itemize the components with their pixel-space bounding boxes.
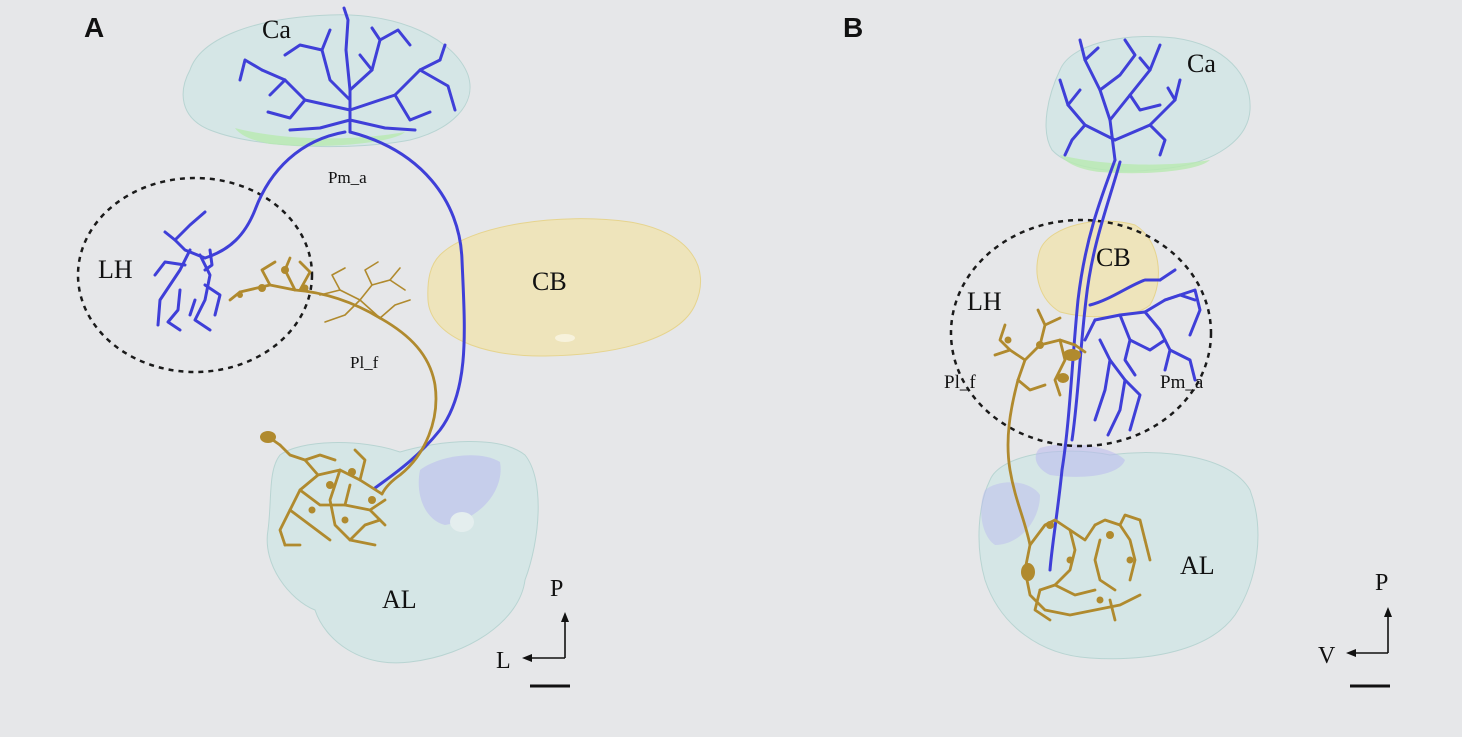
panel-a: A — [76, 6, 701, 688]
panel-a-orientation-axes — [522, 612, 570, 688]
panel-a-cb-spot — [555, 334, 575, 342]
panel-b-blue-neuron — [1048, 38, 1202, 572]
panel-b-label-lh: LH — [967, 287, 1002, 316]
panel-a-gold-somata — [237, 266, 376, 524]
panel-a-blue-neuron — [153, 6, 466, 490]
panel-a-label-pm-a: Pm_a — [328, 168, 367, 187]
panel-b-al-region — [978, 450, 1259, 660]
panel-a-label-pl-f: Pl_f — [350, 353, 379, 372]
panel-a-axis-p: P — [550, 576, 563, 602]
panel-a-label-ca: Ca — [262, 15, 291, 44]
panel-a-axis-l: L — [496, 648, 511, 674]
panel-a-gold-neuron — [228, 256, 438, 547]
panel-a-lh-circle — [76, 176, 314, 374]
panel-a-label-al: AL — [382, 585, 417, 614]
panel-b-label-pm-a: Pm_a — [1160, 372, 1204, 393]
panel-b-label-ca: Ca — [1187, 49, 1216, 78]
panel-a-cb-region — [427, 218, 701, 357]
panel-a-letter: A — [84, 12, 104, 43]
panel-b: B — [843, 12, 1392, 688]
panel-b-gold-somata — [1004, 336, 1134, 604]
panel-b-axis-v: V — [1318, 643, 1336, 669]
panel-b-calyx-region — [1045, 36, 1251, 172]
panel-b-al-glomerulus-1 — [1035, 444, 1125, 477]
panel-a-calyx-region — [182, 14, 471, 148]
panel-b-label-cb: CB — [1096, 243, 1131, 272]
panel-b-calyx-base — [1060, 155, 1210, 174]
panel-b-axis-p: P — [1375, 570, 1388, 596]
panel-b-lh-circle — [949, 218, 1213, 448]
panel-a-al-glomerulus — [418, 455, 501, 525]
panel-b-label-al: AL — [1180, 551, 1215, 580]
panel-b-label-pl-f: Pl_f — [944, 372, 976, 393]
panel-a-label-lh: LH — [98, 255, 133, 284]
panel-b-letter: B — [843, 12, 863, 43]
panel-a-label-cb: CB — [532, 267, 567, 296]
panel-a-al-hole — [450, 512, 474, 532]
panel-b-orientation-axes — [1346, 607, 1392, 688]
panel-a-calyx-base — [235, 128, 405, 147]
